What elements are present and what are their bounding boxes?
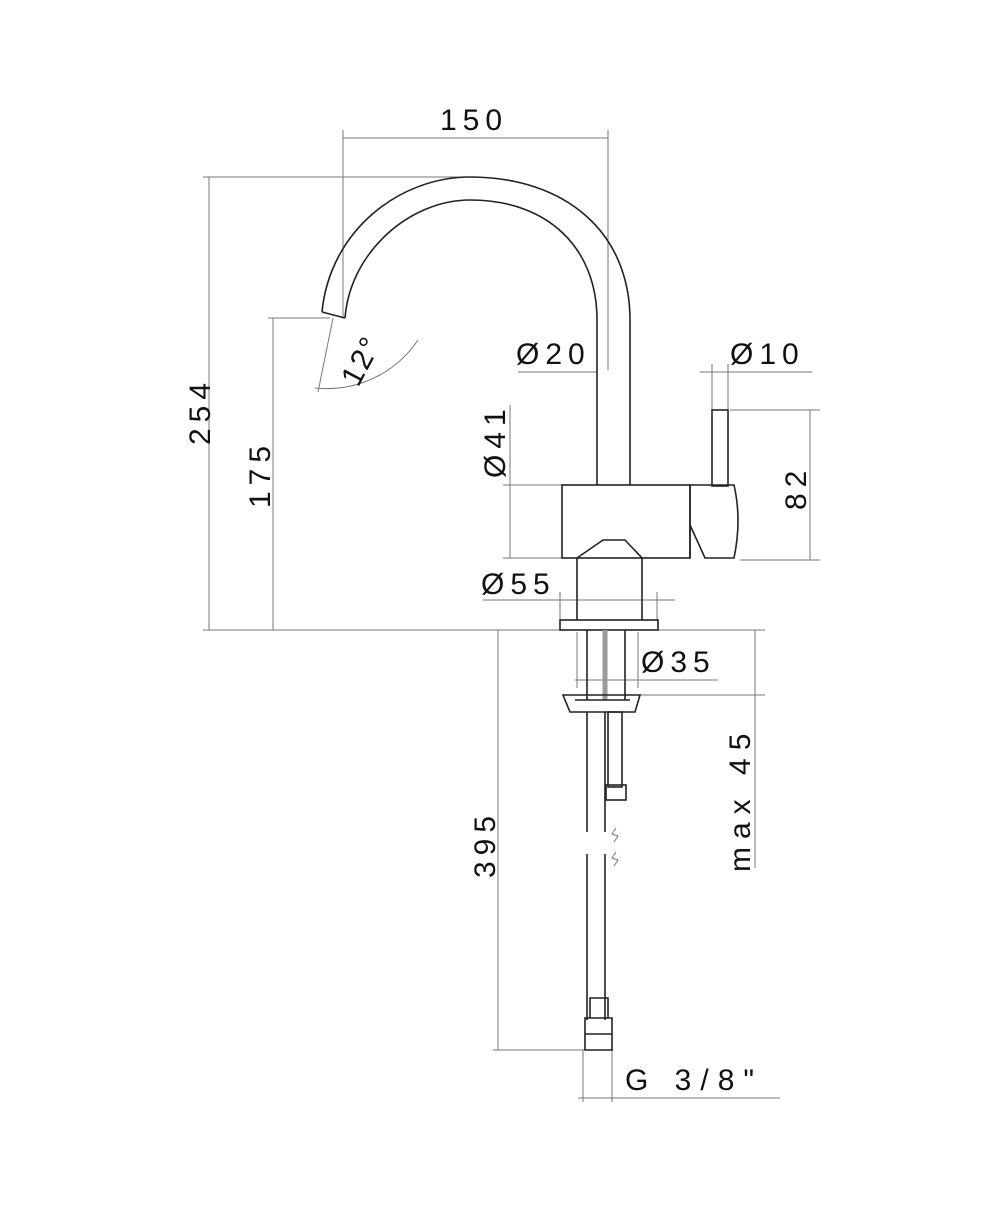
dimension-labels: 150 254 175 12° Ø20 Ø10 82 Ø41 Ø55 Ø35 m… xyxy=(184,104,813,1097)
label-total-height: 254 xyxy=(184,377,217,445)
label-max-deck-thickness: max 45 xyxy=(724,726,757,872)
spout xyxy=(321,176,631,485)
lever xyxy=(711,409,729,487)
label-shank-diameter: Ø35 xyxy=(641,646,716,679)
label-hose-length: 395 xyxy=(469,810,502,878)
label-base-diameter: Ø55 xyxy=(481,568,556,601)
label-outlet-height: 175 xyxy=(244,440,277,508)
dimension-lines xyxy=(203,130,820,1102)
label-lever-height: 82 xyxy=(780,465,813,510)
label-spout-diameter: Ø20 xyxy=(516,338,591,371)
mixer-body xyxy=(561,484,691,559)
label-lever-diameter: Ø10 xyxy=(730,338,805,371)
label-spout-reach: 150 xyxy=(440,104,508,137)
neck xyxy=(576,539,643,620)
label-body-diameter: Ø41 xyxy=(479,403,512,478)
label-spout-angle: 12° xyxy=(335,330,388,391)
hose-fitting xyxy=(584,997,613,1051)
faucet-outline xyxy=(321,176,739,1051)
base-plate xyxy=(559,619,659,631)
lever-cap xyxy=(689,484,739,559)
fixing-nut xyxy=(561,694,642,713)
label-connection-thread: G 3/8" xyxy=(625,1064,763,1097)
